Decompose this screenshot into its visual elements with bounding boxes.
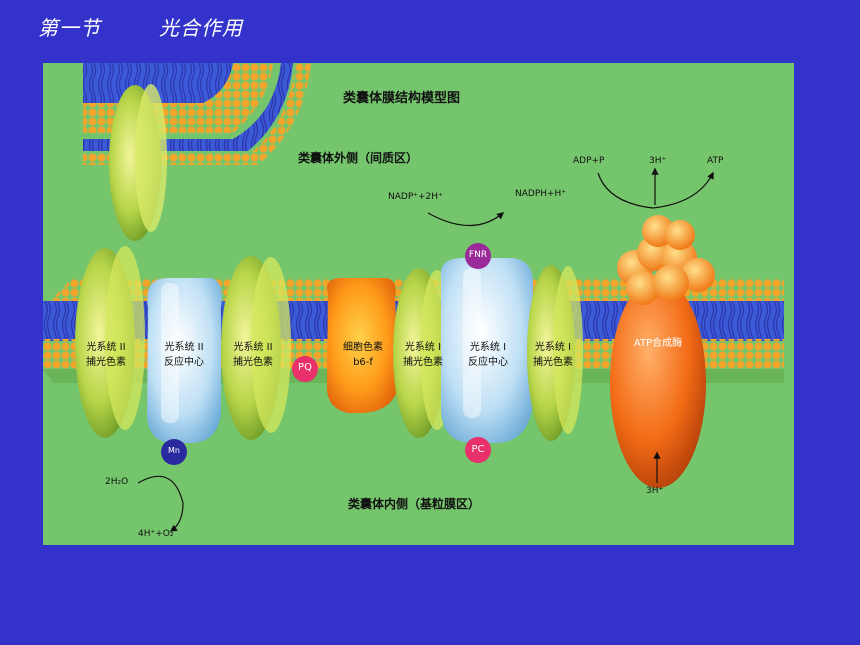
atp-synthase-label: ATP合成酶 [633, 338, 683, 349]
mn-cluster [161, 439, 187, 465]
ps2-center-label: 光系统 II 反应中心 [164, 342, 204, 368]
topic-label: 光合作用 [159, 16, 243, 40]
mn-label: Mn [168, 446, 180, 455]
ps1-antenna-right [527, 265, 583, 441]
proton-out-label: 3H⁺ [649, 156, 667, 166]
atp-synthase [610, 215, 715, 488]
inner-side-label: 类囊体内侧（基粒膜区） [348, 497, 481, 511]
thylakoid-membrane-diagram: 类囊体膜结构模型图 类囊体外侧（间质区） 类囊体内侧（基粒膜区） NADP⁺+2… [43, 63, 794, 545]
proton-in-label: 3H⁺ [646, 486, 664, 496]
pc-label: PC [471, 444, 485, 455]
ps2-antenna-right-label: 光系统 II 捕光色素 [233, 342, 273, 368]
nadp-label: NADP⁺+2H⁺ [388, 192, 443, 202]
water-products-label: 4H⁺+O₂ [138, 529, 174, 539]
nadph-label: NADPH+H⁺ [515, 189, 567, 199]
ps1-antenna-right-label: 光系统 I 捕光色素 [533, 342, 573, 368]
water-split-arrow [137, 475, 184, 532]
fnr-label: FNR [468, 250, 488, 260]
cytochrome-label: 细胞色素 b6-f [343, 342, 383, 368]
ps1-center-label: 光系统 I 反应中心 [468, 342, 508, 368]
atp-arrow [597, 171, 714, 209]
ps2-reaction-center [147, 278, 222, 443]
pc-carrier [465, 437, 491, 463]
ps2-antenna-left [75, 246, 145, 438]
outer-side-label: 类囊体外侧（间质区） [298, 151, 419, 165]
slide-title: 第一节 光合作用 [38, 12, 243, 41]
atp-label: ATP [707, 156, 724, 166]
cytochrome-b6f-complex [326, 278, 399, 413]
ps1-reaction-center [440, 258, 534, 443]
upper-antenna-protein [109, 84, 167, 241]
diagram-title: 类囊体膜结构模型图 [343, 91, 461, 106]
nadp-arrow [427, 212, 505, 227]
adp-label: ADP+P [573, 156, 605, 166]
water-label: 2H₂O [105, 477, 129, 487]
fnr-enzyme [465, 243, 491, 269]
diagram-graphics [43, 63, 784, 532]
ps1-antenna-left-label: 光系统 I 捕光色素 [403, 342, 443, 368]
pq-label: PQ [298, 362, 312, 373]
pq-carrier [292, 356, 318, 382]
ps2-antenna-left-label: 光系统 II 捕光色素 [86, 342, 126, 368]
section-label: 第一节 [38, 16, 101, 40]
ps2-antenna-right [221, 256, 291, 440]
